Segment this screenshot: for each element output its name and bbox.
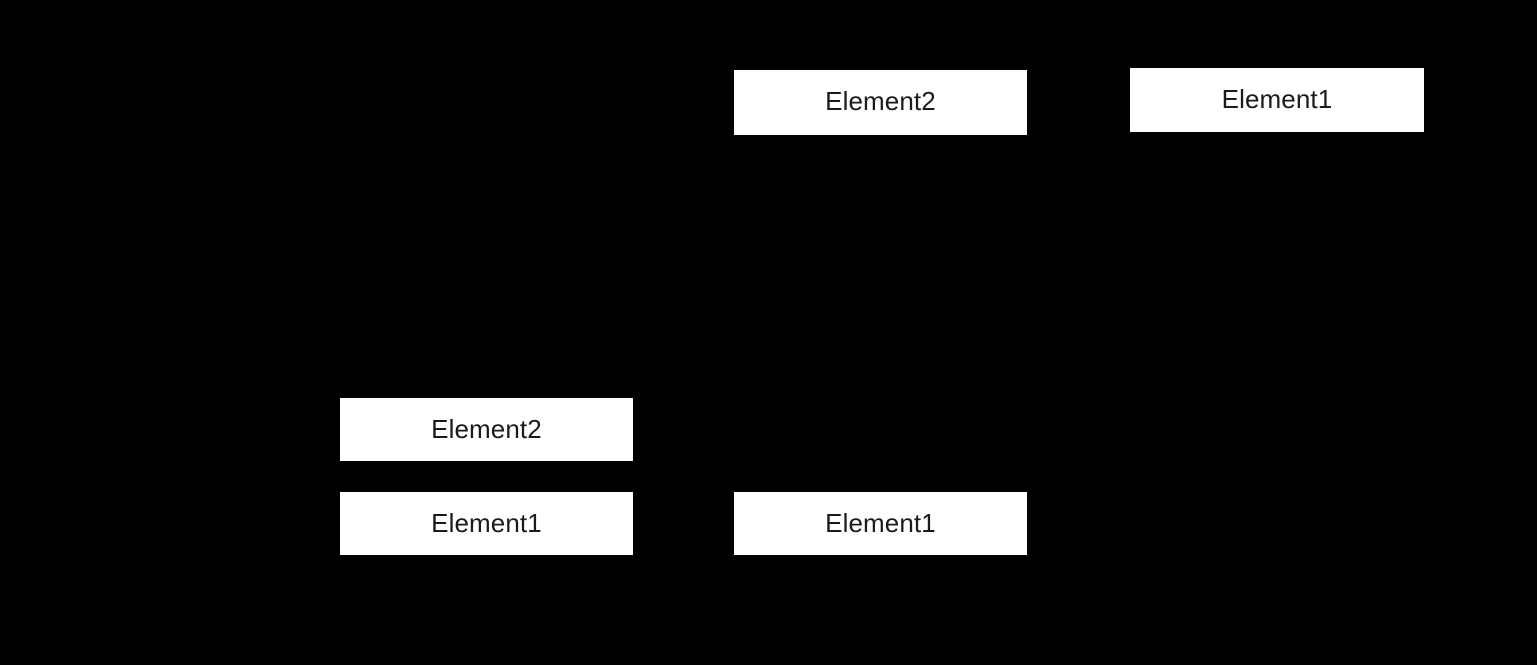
node-element2-middle-left[interactable]: Element2 [340, 398, 633, 461]
node-element2-top-middle[interactable]: Element2 [734, 70, 1027, 135]
node-element1-bottom-middle[interactable]: Element1 [734, 492, 1027, 555]
node-label: Element1 [825, 508, 936, 538]
node-label: Element1 [1221, 84, 1333, 114]
node-label: Element2 [431, 414, 542, 444]
node-element1-top-right[interactable]: Element1 [1130, 68, 1424, 132]
node-label: Element1 [431, 508, 542, 538]
node-element1-bottom-left[interactable]: Element1 [340, 492, 633, 555]
node-label: Element2 [825, 86, 936, 116]
